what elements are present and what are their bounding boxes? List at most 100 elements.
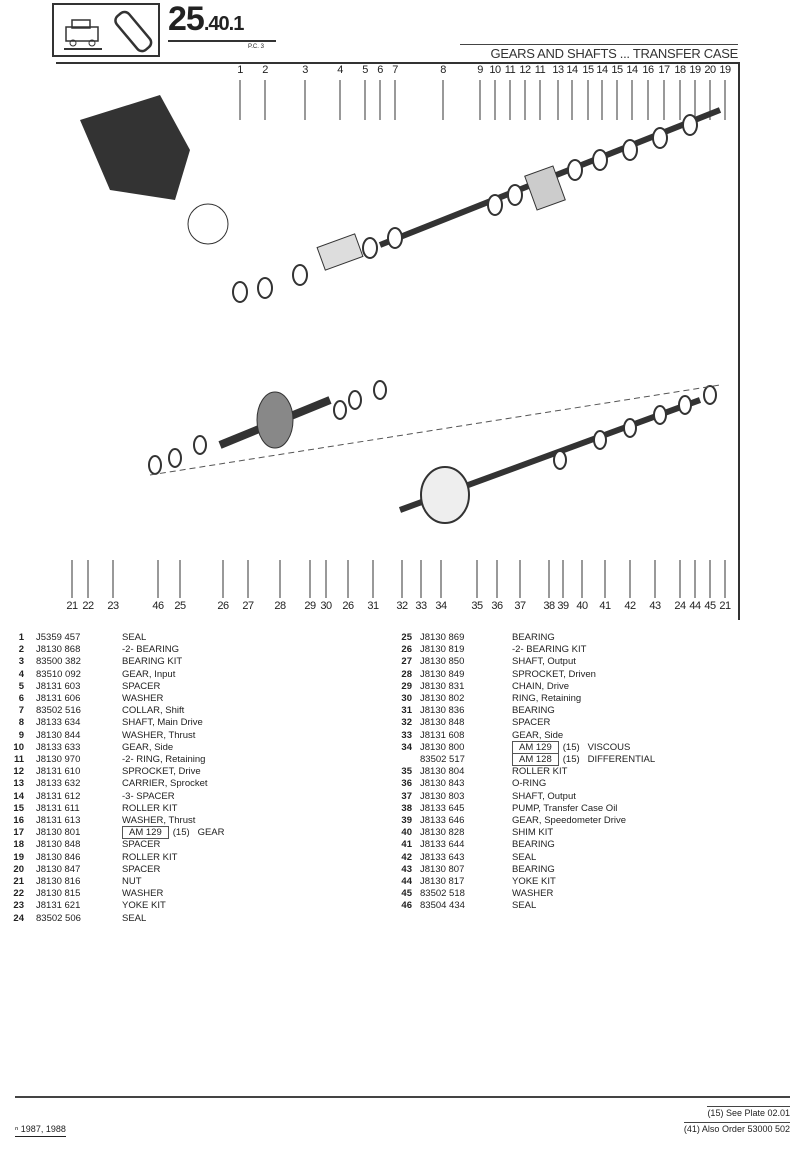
callout-label: 13 (552, 64, 564, 76)
part-description-cell: BEARING (512, 864, 555, 876)
callout-label: 16 (642, 64, 654, 76)
part-number: J8130 844 (36, 729, 81, 741)
part-number: J8130 850 (420, 656, 465, 668)
footnote-15: (15) See Plate 02.01 (707, 1106, 790, 1118)
callout-label: 7 (392, 64, 398, 76)
part-number: J8131 611 (36, 802, 80, 814)
plate-main: 25 (168, 0, 205, 38)
item-number: 32 (401, 717, 412, 729)
part-description: BEARING (512, 863, 555, 875)
divider (168, 40, 276, 42)
part-number: J8131 608 (420, 729, 465, 741)
part-number: J8130 843 (420, 778, 465, 790)
item-number: 13 (13, 778, 24, 790)
driven-sprocket (256, 391, 294, 449)
jeep-and-transfer-case-icon (64, 10, 153, 53)
part-description: SHAFT, Output (512, 790, 576, 802)
part-description: BEARING (512, 705, 555, 717)
part-description-cell: -2- BEARING KIT (512, 644, 586, 656)
model-code-box: AM 129 (512, 740, 559, 754)
part-description-cell: ROLLER KIT (122, 852, 177, 864)
drive-sprocket (524, 165, 566, 211)
callout-label: 46 (152, 600, 164, 612)
item-number: 5 (18, 680, 24, 692)
model-code-box: AM 129 (122, 826, 169, 840)
part-number: J8130 970 (36, 754, 81, 765)
part-description: COLLAR, Shift (122, 705, 185, 717)
viscous-coupling (420, 466, 470, 524)
part-description-cell: WASHER, Thrust (122, 730, 195, 742)
part-number: J8130 819 (420, 644, 465, 656)
part-number: J8130 800 (420, 741, 465, 753)
item-number: 28 (401, 668, 412, 680)
footnote-41: (41) Also Order 53000 502 (683, 1122, 790, 1134)
page-title: GEARS AND SHAFTS ... TRANSFER CASE (490, 46, 739, 61)
ring-part (362, 237, 378, 259)
part-description-cell: BEARING (512, 839, 555, 851)
callout-label: 38 (543, 600, 555, 612)
item-number: 40 (401, 827, 412, 839)
footnote-ref: (15) (562, 754, 580, 765)
item-number: 38 (401, 802, 412, 814)
part-number: J8130 869 (420, 632, 465, 643)
part-description: BEARING (512, 839, 555, 851)
part-number: J8130 817 (420, 876, 465, 887)
item-number: 19 (13, 851, 24, 863)
item-number: 22 (13, 888, 24, 900)
item-number: 43 (401, 863, 412, 875)
item-number: 16 (13, 815, 24, 826)
item-number: 25 (401, 632, 412, 643)
item-number: 44 (401, 876, 412, 887)
part-description: SPACER (122, 839, 161, 851)
part-description-cell: ROLLER KIT (122, 803, 177, 815)
part-number: J8131 610 (36, 766, 81, 778)
part-number: 83502 506 (36, 912, 81, 924)
part-description: VISCOUS (587, 741, 631, 753)
part-number: 83502 516 (36, 705, 81, 717)
part-description-cell: BEARING KIT (122, 656, 182, 668)
part-description: O-RING (512, 778, 547, 790)
part-description-cell: SPACER (122, 864, 160, 876)
footnote-ref: (15) (172, 827, 190, 839)
callout-label: 31 (367, 600, 379, 612)
item-number: 26 (401, 644, 412, 656)
callout-label: 5 (362, 64, 368, 76)
part-description: SPACER (512, 717, 551, 729)
part-number: 83500 382 (36, 656, 81, 668)
vehicle-transfer-case-logo (52, 3, 160, 57)
item-number: 4 (18, 668, 24, 680)
part-number: J8130 848 (420, 717, 465, 729)
callout-label: 18 (674, 64, 686, 76)
part-description-cell: ROLLER KIT (512, 766, 567, 778)
part-number: J8133 634 (36, 717, 81, 729)
ring-part (623, 418, 637, 438)
callout-label: 4 (337, 64, 343, 76)
part-description: YOKE KIT (122, 900, 166, 912)
item-number: 8 (18, 717, 24, 729)
part-number: J8130 836 (420, 705, 465, 717)
callout-label: 1 (237, 64, 243, 76)
part-number: J8131 621 (36, 900, 81, 912)
part-description: SEAL (512, 851, 537, 863)
callout-label: 33 (415, 600, 427, 612)
part-description: -3- SPACER (122, 790, 175, 802)
ring-part (682, 114, 698, 136)
part-description: GEAR (197, 827, 225, 839)
part-number: J8130 849 (420, 668, 465, 680)
item-number: 35 (401, 766, 412, 778)
part-description: DIFFERENTIAL (587, 754, 656, 765)
part-number: 83510 092 (36, 668, 81, 680)
part-description-cell: COLLAR, Shift (122, 705, 184, 717)
item-number: 2 (18, 644, 24, 656)
part-number: J8130 803 (420, 790, 465, 802)
part-description-cell: AM 128(15) DIFFERENTIAL (512, 753, 656, 766)
part-number: J8131 606 (36, 693, 81, 704)
item-number: 31 (401, 705, 412, 717)
item-number: 41 (401, 839, 412, 851)
part-number: J8130 816 (36, 876, 81, 887)
part-number: J8131 612 (36, 790, 81, 802)
item-number: 46 (401, 900, 412, 912)
pc-code: P.C. 3 (248, 44, 264, 50)
part-description-cell: SEAL (512, 852, 536, 864)
